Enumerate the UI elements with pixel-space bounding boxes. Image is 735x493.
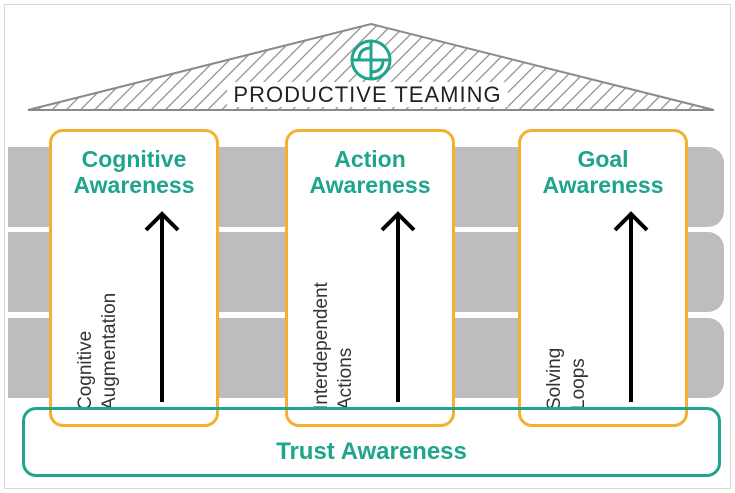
pillar-label-line1: Solving (544, 347, 565, 410)
pillar-title-line2: Awareness (73, 172, 195, 198)
pillar-title: Action Awareness (288, 146, 452, 198)
pillar-label-line2: Augmentation (99, 292, 120, 410)
pillar-action: Action Awareness Interdependent Actions (285, 129, 455, 427)
up-arrow-icon (611, 208, 651, 404)
pillar-title-line2: Awareness (309, 172, 431, 198)
pillar-title-line2: Awareness (542, 172, 664, 198)
pillar-label: Cognitive Augmentation (74, 210, 144, 410)
frame (4, 4, 731, 489)
pillar-label-line1: Cognitive (75, 330, 96, 410)
pillar-label: Solving Loops (543, 210, 613, 410)
pillar-title: Cognitive Awareness (52, 146, 216, 198)
pillar-title-line1: Goal (577, 146, 629, 172)
pillar-label-line1: Interdependent (311, 282, 332, 410)
up-arrow-icon (142, 208, 182, 404)
foundation-label: Trust Awareness (276, 438, 467, 465)
foundation: Trust Awareness (22, 407, 721, 477)
pillar-title: Goal Awareness (521, 146, 685, 198)
pillar-title-line1: Action (334, 146, 406, 172)
pillar-label: Interdependent Actions (310, 210, 380, 410)
roof-title: PRODUCTIVE TEAMING (0, 82, 735, 108)
pillar-label-line2: Loops (568, 358, 589, 410)
pillar-title-line1: Cognitive (81, 146, 187, 172)
up-arrow-icon (378, 208, 418, 404)
pillar-goal: Goal Awareness Solving Loops (518, 129, 688, 427)
pillar-label-line2: Actions (335, 347, 356, 410)
logo-icon (350, 39, 392, 81)
pillar-cognitive: Cognitive Awareness Cognitive Augmentati… (49, 129, 219, 427)
